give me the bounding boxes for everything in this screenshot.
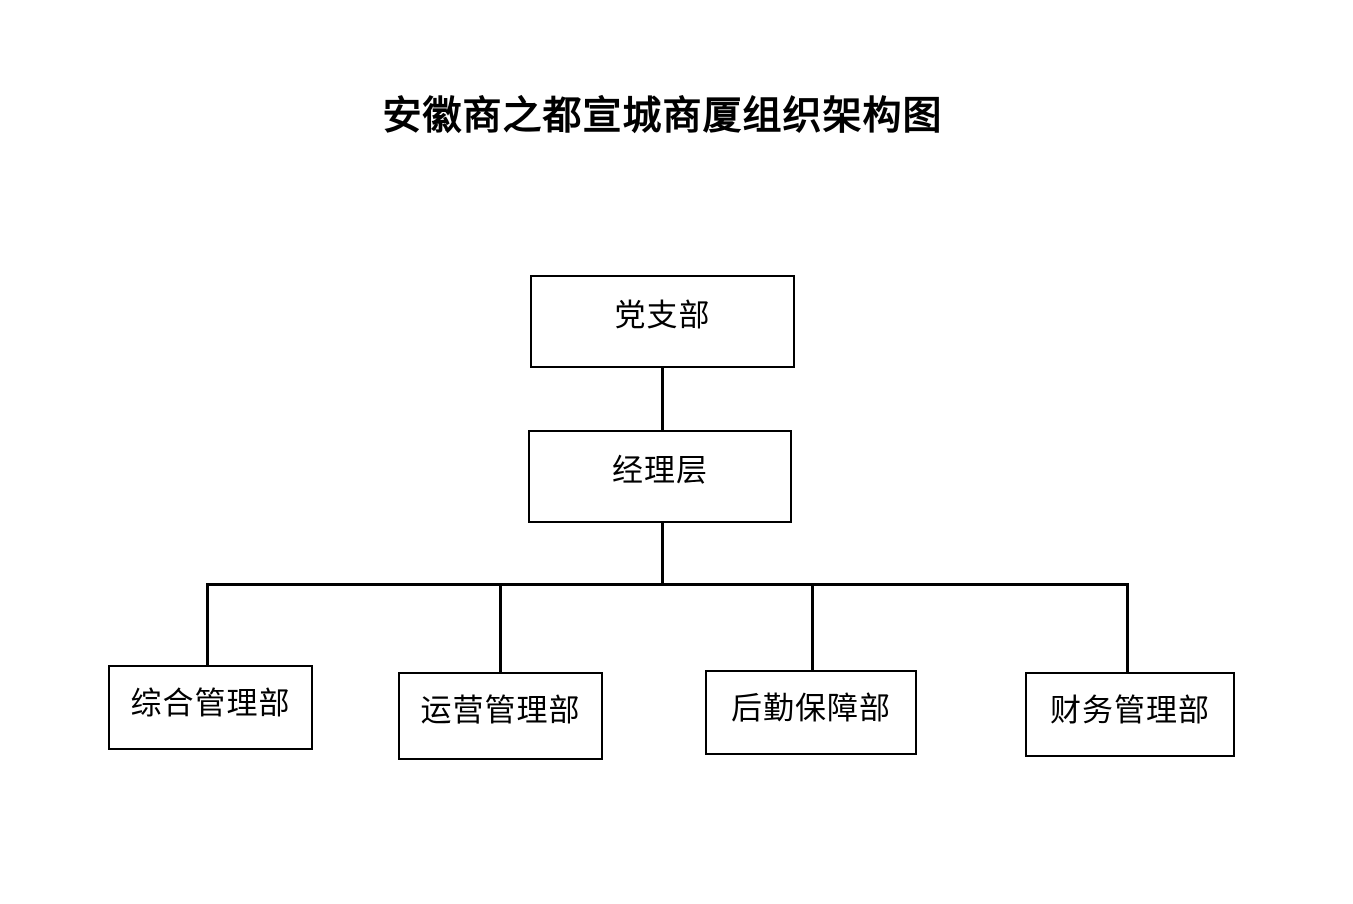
node-logistics-support-dept[interactable]: 后勤保障部	[705, 670, 917, 755]
page-title: 安徽商之都宣城商厦组织架构图	[382, 93, 943, 139]
node-finance-management-dept[interactable]: 财务管理部	[1025, 672, 1235, 757]
node-logistics-support-dept-label: 后勤保障部	[731, 691, 891, 727]
node-party-branch[interactable]: 党支部	[530, 275, 795, 368]
connector-horizontal-bus	[207, 583, 1128, 586]
connector-party-to-management	[661, 368, 664, 430]
node-operations-management-dept[interactable]: 运营管理部	[398, 672, 603, 760]
connector-drop-finance-management	[1126, 583, 1129, 673]
connector-drop-general-management	[206, 583, 209, 667]
connector-drop-logistics-support	[811, 583, 814, 671]
node-operations-management-dept-label: 运营管理部	[420, 693, 581, 729]
node-finance-management-dept-label: 财务管理部	[1050, 693, 1210, 729]
node-general-management-dept[interactable]: 综合管理部	[108, 665, 313, 750]
node-management-level[interactable]: 经理层	[528, 430, 792, 523]
node-party-branch-label: 党支部	[614, 298, 711, 334]
node-general-management-dept-label: 综合管理部	[130, 686, 291, 722]
connector-drop-operations-management	[499, 583, 502, 673]
connector-management-trunk	[661, 523, 664, 584]
node-management-level-label: 经理层	[612, 453, 708, 489]
